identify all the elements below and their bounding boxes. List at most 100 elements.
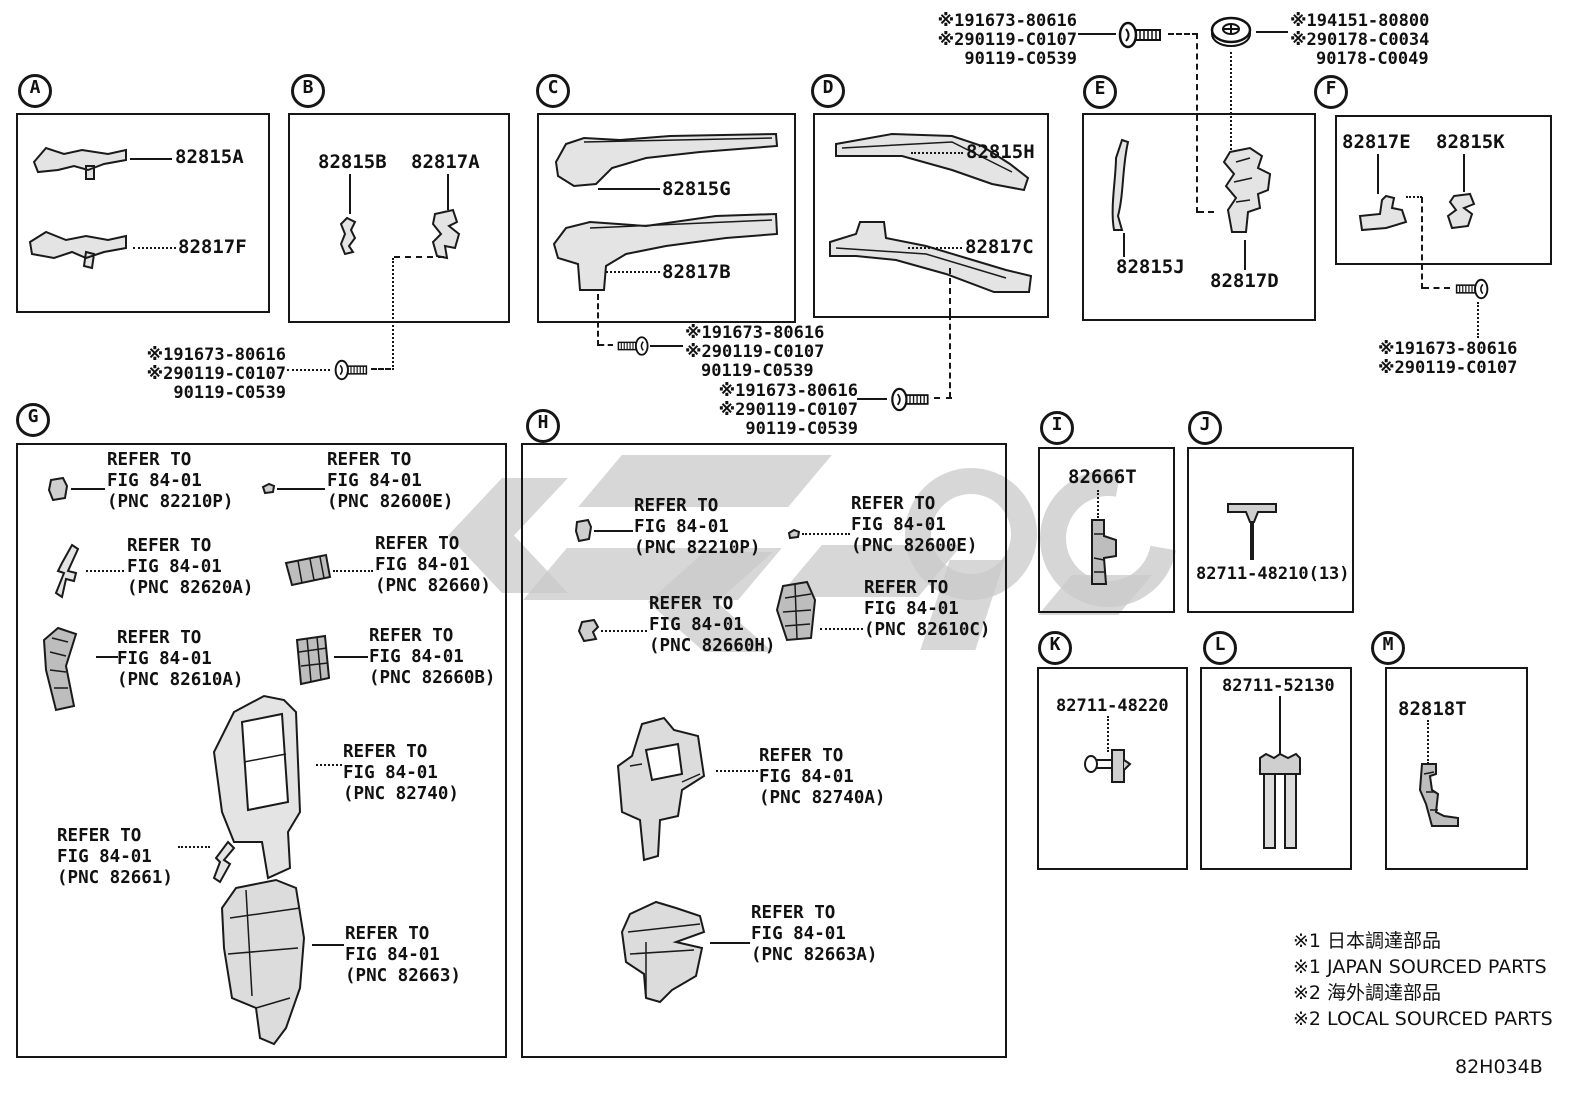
connector-dash	[371, 368, 391, 370]
part-82666t-drawing	[1078, 516, 1120, 588]
connector-dash	[597, 294, 599, 346]
part-82711-52130-drawing	[1252, 752, 1308, 852]
leader-line	[71, 488, 105, 490]
leader-line	[1427, 720, 1429, 764]
part-pnc82210p-drawing	[47, 476, 69, 502]
leader-line	[598, 188, 660, 190]
section-letter-h: H	[526, 409, 560, 443]
leader-line	[594, 530, 633, 532]
screw-icon	[1114, 21, 1166, 49]
connector-dash	[1423, 287, 1450, 289]
section-i-box	[1038, 447, 1175, 613]
screw-icon	[887, 386, 933, 413]
part-82818t-drawing	[1406, 760, 1462, 838]
part-pnc82660h-drawing	[577, 618, 600, 643]
connector-dash	[599, 344, 613, 346]
part-82817a-drawing	[427, 208, 461, 260]
leader-line	[820, 628, 863, 630]
part-callout-82711-48220[interactable]: 82711-48220	[1056, 696, 1169, 716]
part-callout-82711-52130[interactable]: 82711-52130	[1222, 676, 1335, 696]
part-callout-82815k[interactable]: 82815K	[1436, 131, 1505, 153]
part-callout-82817b[interactable]: 82817B	[662, 261, 731, 283]
screw-icon	[614, 333, 652, 359]
leader-line	[1123, 233, 1125, 257]
leader-line	[1256, 31, 1288, 33]
part-pnc82663-drawing	[216, 878, 312, 1050]
leader-line	[1107, 716, 1109, 752]
part-82817e-drawing	[1356, 194, 1408, 234]
leader-line	[130, 158, 172, 160]
part-82815b-drawing	[337, 214, 361, 256]
leader-line	[1078, 33, 1116, 35]
leader-line	[606, 271, 660, 273]
part-callout-82815j[interactable]: 82815J	[1116, 256, 1185, 278]
section-letter-b: B	[291, 74, 325, 108]
part-callout-82817f[interactable]: 82817F	[178, 236, 247, 258]
part-callout-82711-48210[interactable]: 82711-48210(13)	[1196, 564, 1350, 584]
part-callout-82815h[interactable]: 82815H	[966, 141, 1035, 163]
part-callout-82815a[interactable]: 82815A	[175, 146, 244, 168]
section-letter-e: E	[1083, 75, 1117, 109]
part-82815a-drawing	[30, 138, 130, 183]
section-l-box	[1200, 667, 1352, 870]
footnote-line: ※1 日本調達部品	[1293, 930, 1442, 952]
part-82817c-drawing	[826, 212, 1038, 298]
part-callout-82818t[interactable]: 82818T	[1398, 698, 1467, 720]
part-pnc82740a-drawing	[612, 716, 714, 868]
part-pnc82210p-h-drawing	[574, 518, 593, 543]
part-callout-82817e[interactable]: 82817E	[1342, 131, 1411, 153]
fastener-callout-below-f[interactable]: ※191673-80616※290119-C0107	[1378, 339, 1518, 378]
section-d-box	[813, 113, 1049, 318]
section-k-box	[1037, 667, 1188, 870]
part-82815k-drawing	[1444, 192, 1478, 230]
part-callout-82817d[interactable]: 82817D	[1210, 270, 1279, 292]
screw-icon	[1452, 276, 1492, 302]
section-f-box	[1335, 115, 1552, 265]
part-pnc82600e-drawing	[261, 482, 276, 495]
section-letter-d: D	[811, 74, 845, 108]
part-callout-82817c[interactable]: 82817C	[965, 236, 1034, 258]
leader-line	[710, 942, 750, 944]
part-pnc82660-drawing	[282, 553, 332, 588]
bolt-icon	[1208, 15, 1254, 51]
section-letter-g: G	[16, 403, 50, 437]
section-letter-a: A	[18, 74, 52, 108]
leader-line	[1279, 696, 1281, 754]
part-82815h-drawing	[832, 126, 1032, 198]
figure-code: 82H034B	[1455, 1056, 1543, 1078]
part-callout-82815b[interactable]: 82815B	[318, 151, 387, 173]
part-callout-82666t[interactable]: 82666T	[1068, 466, 1137, 488]
sourcing-footnotes: ※1 日本調達部品 ※1 JAPAN SOURCED PARTS ※2 海外調達…	[1293, 928, 1553, 1032]
part-pnc82740-drawing	[204, 692, 316, 884]
part-82817b-drawing	[546, 208, 782, 294]
leader-line	[133, 247, 176, 249]
part-82817f-drawing	[26, 222, 131, 272]
leader-line	[1463, 154, 1465, 192]
section-h-box	[521, 443, 1007, 1058]
leader-line	[908, 247, 962, 249]
leader-line	[1097, 490, 1099, 518]
part-callout-82815g[interactable]: 82815G	[662, 178, 731, 200]
part-pnc82610c-drawing	[773, 580, 819, 643]
part-callout-82817a[interactable]: 82817A	[411, 151, 480, 173]
